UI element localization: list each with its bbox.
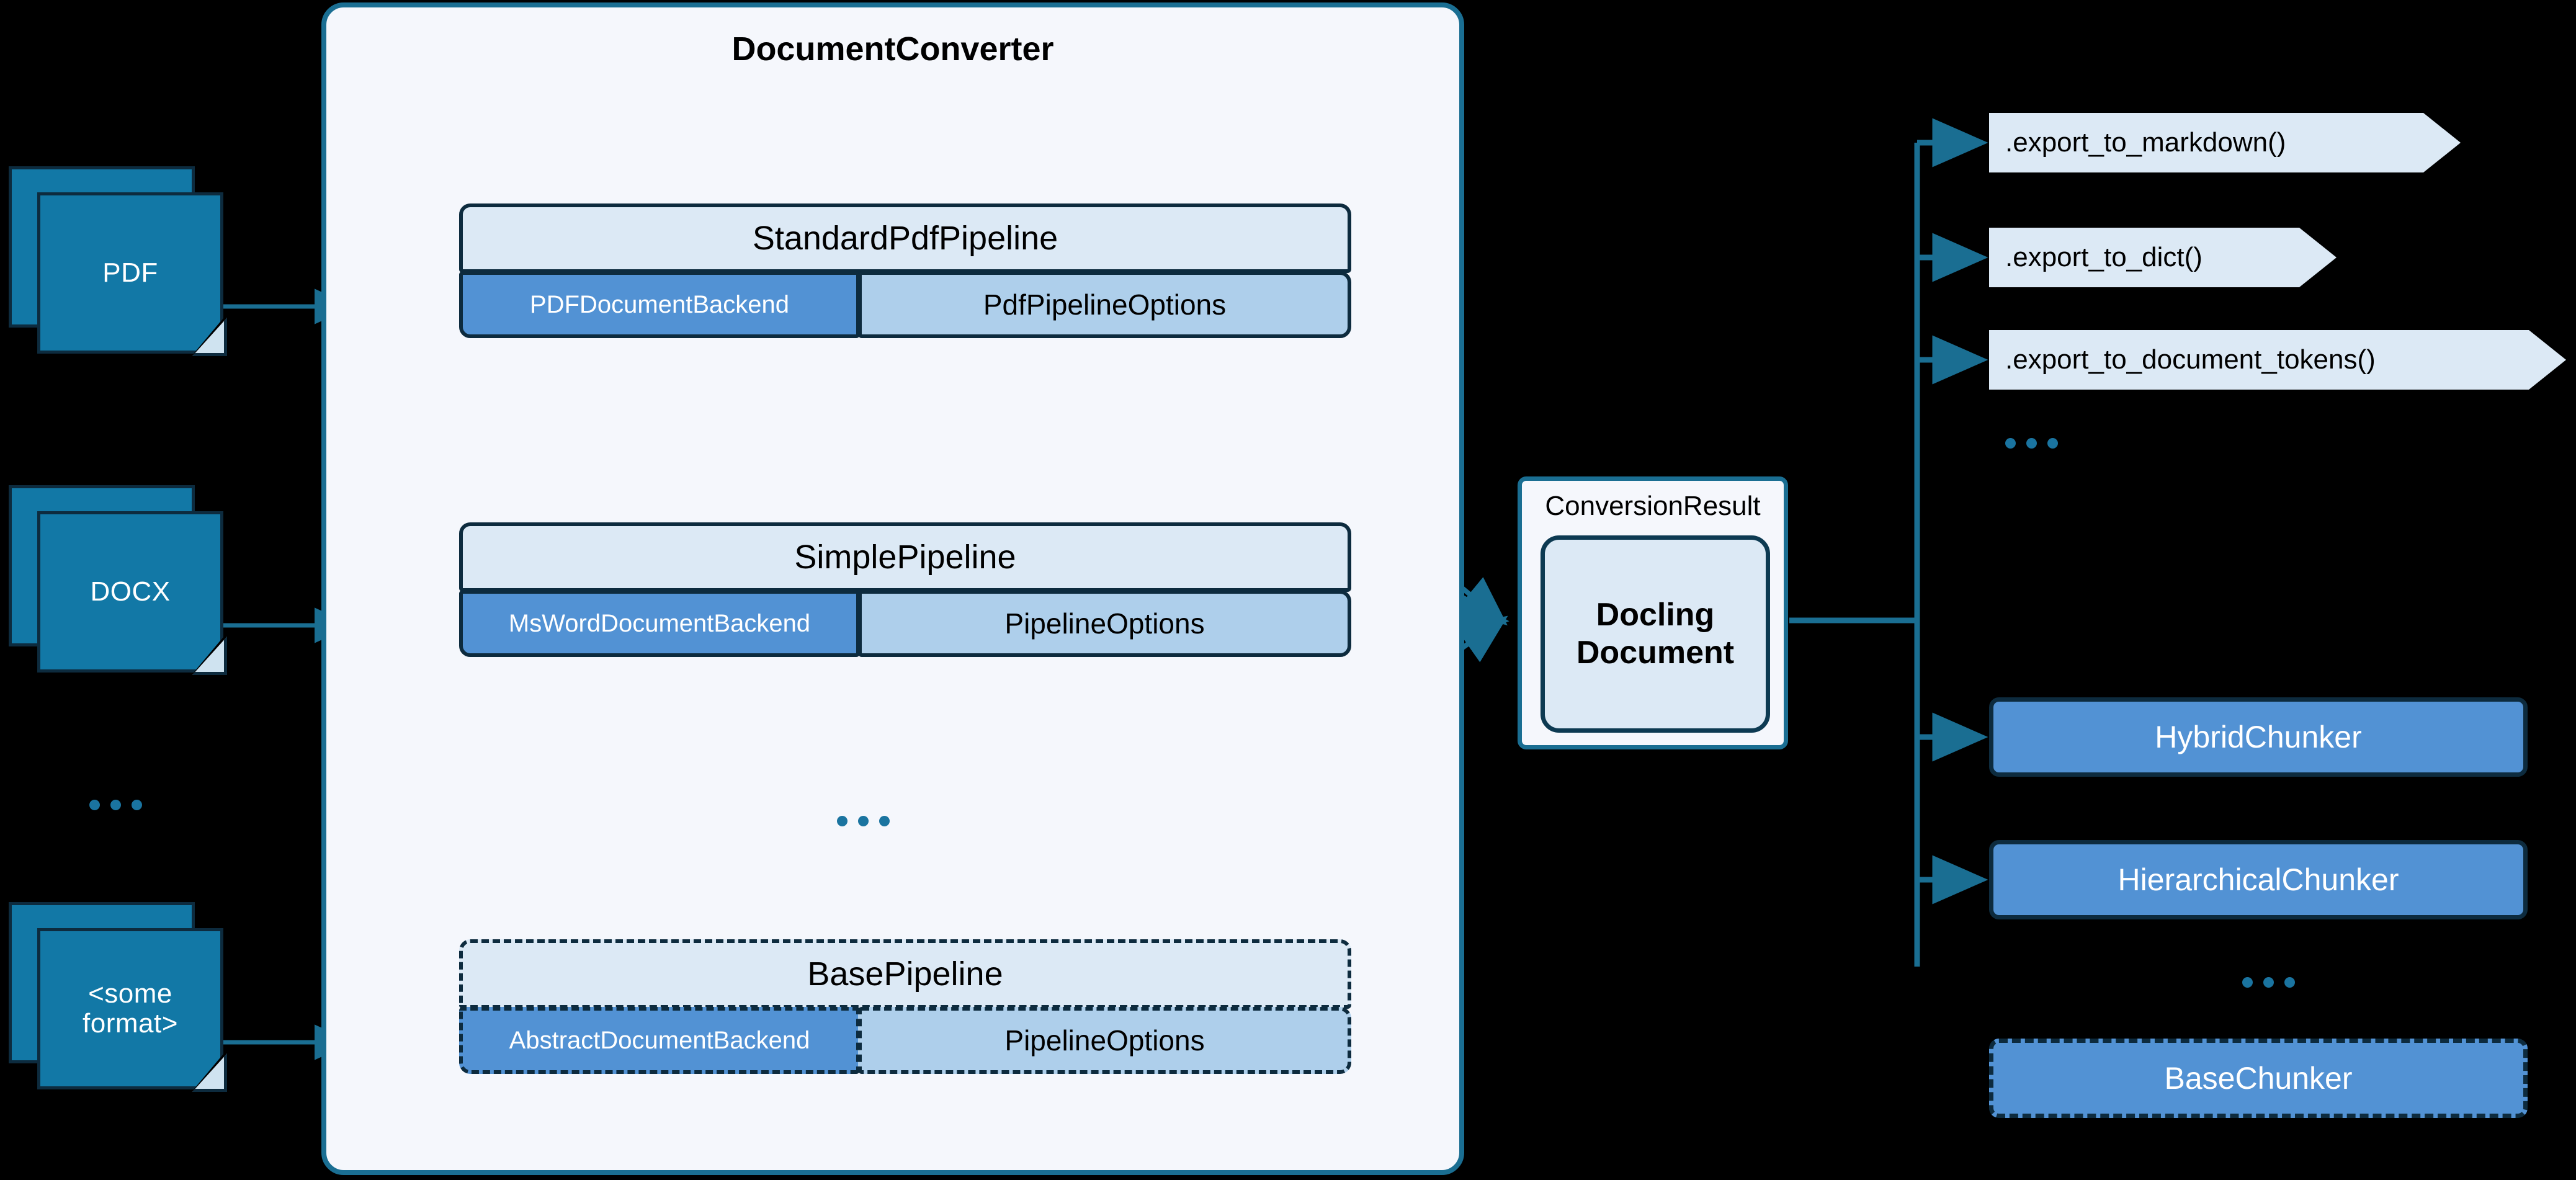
pipeline-options: PipelineOptions: [858, 1007, 1351, 1074]
input-doc-label: DOCX: [90, 576, 171, 607]
result-to-outputs-connectors: [1789, 118, 1988, 967]
pipeline-backend: MsWordDocumentBackend: [459, 590, 860, 657]
pipeline-standard-pdf[interactable]: StandardPdfPipeline PDFDocumentBackend P…: [459, 203, 1351, 338]
chunker-label: BaseChunker: [2164, 1061, 2353, 1096]
document-stack-front-sheet: PDF: [37, 192, 223, 354]
export-method-label: .export_to_markdown(): [2005, 127, 2286, 158]
document-stack-front-sheet: DOCX: [37, 511, 223, 673]
pipeline-backend: PDFDocumentBackend: [459, 271, 860, 338]
pipeline-options: PdfPipelineOptions: [858, 271, 1351, 338]
chunker-label: HierarchicalChunker: [2118, 862, 2399, 897]
pipeline-simple[interactable]: SimplePipeline MsWordDocumentBackend Pip…: [459, 522, 1351, 657]
chunker-hierarchical[interactable]: HierarchicalChunker: [1989, 840, 2528, 919]
conversion-result-title: ConversionResult: [1545, 491, 1761, 521]
export-method-label: .export_to_dict(): [2005, 242, 2203, 272]
chunker-label: HybridChunker: [2155, 720, 2362, 754]
pipeline-name: BasePipeline: [459, 939, 1351, 1009]
pipeline-name: SimplePipeline: [459, 522, 1351, 592]
export-method-markdown[interactable]: .export_to_markdown(): [1989, 113, 2461, 172]
chunker-base[interactable]: BaseChunker: [1989, 1039, 2528, 1118]
chunker-hybrid[interactable]: HybridChunker: [1989, 697, 2528, 777]
input-ellipsis: [89, 800, 142, 810]
pipeline-options: PipelineOptions: [858, 590, 1351, 657]
pipeline-backend: AbstractDocumentBackend: [459, 1007, 860, 1074]
input-doc-label: PDF: [102, 257, 158, 288]
export-method-document-tokens[interactable]: .export_to_document_tokens(): [1989, 330, 2566, 390]
chunker-ellipsis: [2242, 977, 2295, 988]
export-ellipsis: [2005, 438, 2058, 449]
pipeline-ellipsis: [837, 816, 890, 826]
pipeline-base[interactable]: BasePipeline AbstractDocumentBackend Pip…: [459, 939, 1351, 1074]
document-converter-container: DocumentConverter StandardPdfPipeline PD…: [321, 2, 1464, 1175]
pipeline-name: StandardPdfPipeline: [459, 203, 1351, 273]
export-method-label: .export_to_document_tokens(): [2005, 344, 2376, 375]
document-converter-title: DocumentConverter: [731, 30, 1054, 68]
export-method-dict[interactable]: .export_to_dict(): [1989, 228, 2337, 287]
